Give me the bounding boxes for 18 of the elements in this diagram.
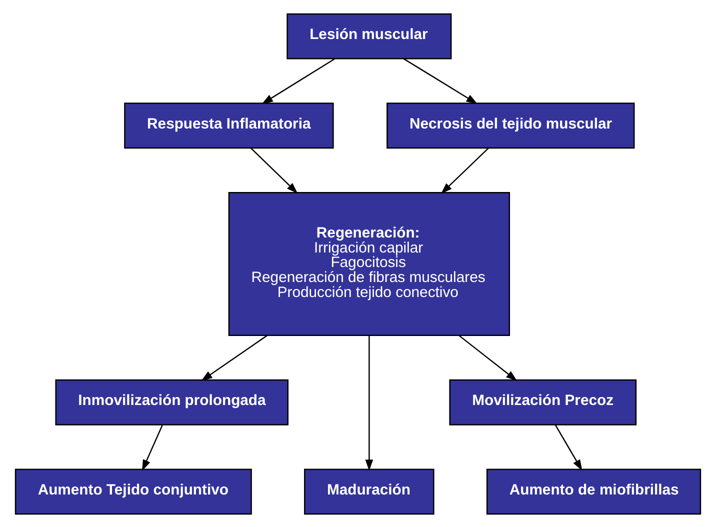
arrow [403, 58, 478, 104]
node-box: Aumento de miofibrillas [486, 468, 702, 514]
node-box: Aumento Tejido conjuntivo [14, 468, 252, 514]
node-box: Inmovilización prolongada [55, 378, 288, 425]
node-box: Regeneración: Irrigación capilar Fagocitosis Regeneración de fibras musculares Producción tejido conectivo [228, 192, 510, 336]
arrow [262, 58, 336, 104]
arrow [250, 147, 298, 194]
node-box: Respuesta Inflamatoria [124, 102, 334, 148]
arrow [440, 147, 489, 194]
node-box: Lesión muscular [286, 12, 452, 59]
arrow [365, 335, 374, 470]
node-box: Movilización Precoz [449, 378, 637, 425]
node-box: Maduración [304, 468, 434, 514]
node-box: Necrosis del tejido muscular [386, 102, 635, 148]
arrow [142, 424, 163, 470]
arrow [201, 334, 268, 380]
arrow [554, 424, 582, 470]
arrow [458, 334, 518, 381]
